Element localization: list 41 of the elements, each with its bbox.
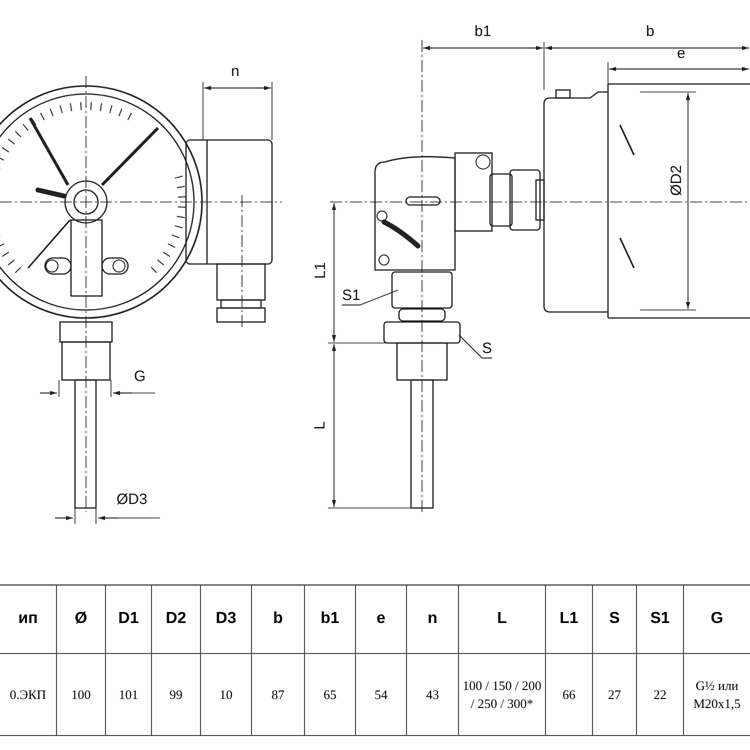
table-header-cell: G [684,585,750,654]
table-cell: 43 [407,654,459,736]
dimension-label: e [677,46,686,60]
table-header-cell: D2 [152,585,201,654]
table-header-cell: Ø [57,585,106,654]
table-cell: 66 [546,654,593,736]
table-header-cell: D3 [201,585,252,654]
table-cell: 22 [637,654,684,736]
table-cell: 27 [593,654,637,736]
dimension-label: G [134,368,146,384]
table-header-cell: S [593,585,637,654]
table-header-cell: b [252,585,305,654]
dimension-label: ØD2 [668,164,684,196]
table-cell: 100 / 150 / 200 / 250 / 300* [459,654,546,736]
table-header-cell: b1 [305,585,356,654]
part-label: S1 [342,288,360,303]
dimension-label: n [231,64,240,78]
dimension-label: L1 [312,262,328,278]
dimension-label: ØD3 [116,492,148,506]
table-header-cell: n [407,585,459,654]
dimension-label: b1 [474,24,492,38]
leader-line [458,334,492,358]
part-label: S [482,341,492,356]
table-cell: 99 [152,654,201,736]
table-cell: 0.ЭКП [0,654,57,736]
dimension-label: L [312,420,328,430]
leader-line [342,290,398,306]
table-cell: G½ или M20x1,5 [684,654,750,736]
table-cell: 54 [356,654,407,736]
table-cell: 100 [57,654,106,736]
table-header-cell: e [356,585,407,654]
table-header-cell: L1 [546,585,593,654]
dimension-label: b [646,24,654,38]
table-header-cell: ип [0,585,57,654]
table-header-cell: L [459,585,546,654]
table-header-cell: S1 [637,585,684,654]
table-header-cell: D1 [106,585,152,654]
table-cell: 101 [106,654,152,736]
table-cell: 65 [305,654,356,736]
table-cell: 87 [252,654,305,736]
table-cell: 10 [201,654,252,736]
